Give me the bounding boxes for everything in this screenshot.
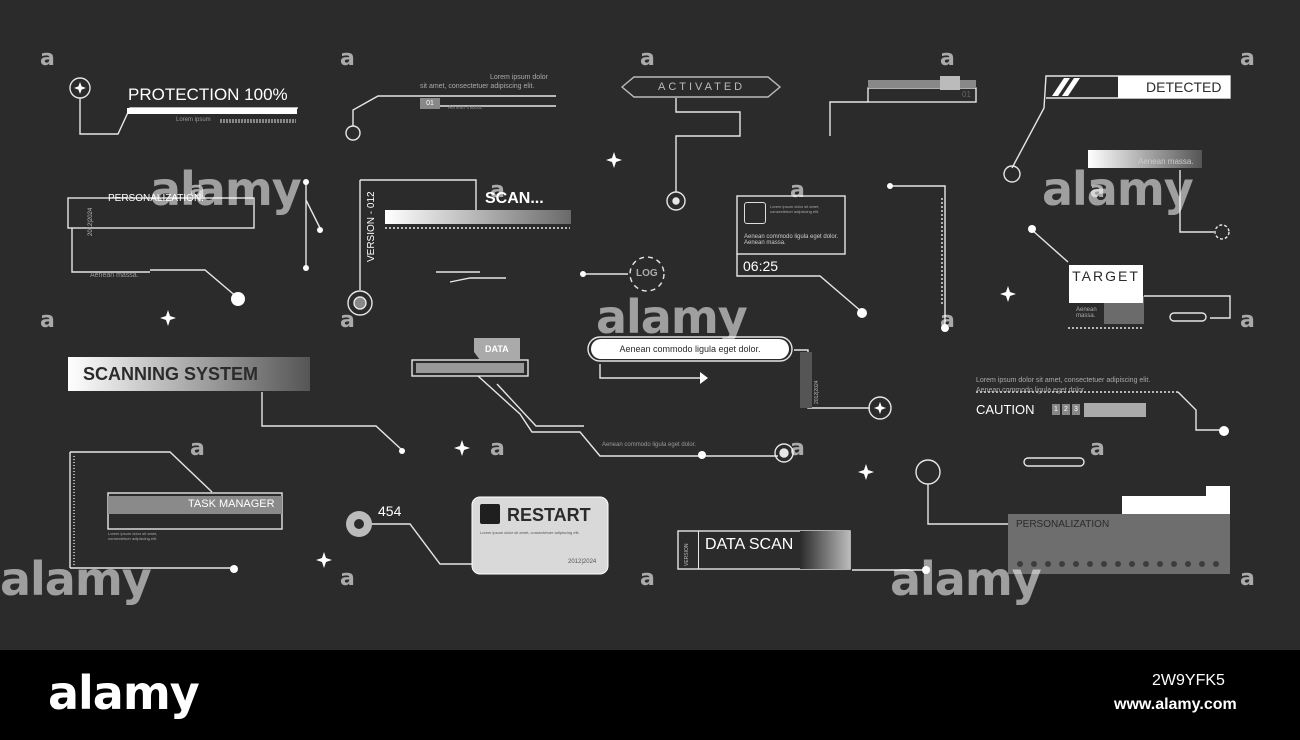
watermark-mark: a (490, 436, 505, 461)
watermark-brand: alamy (890, 552, 1042, 606)
watermark-mark: a (1240, 566, 1255, 591)
activated-label: ACTIVATED (658, 81, 746, 93)
caution-step-3: 3 (1072, 404, 1080, 415)
watermark-brand: alamy (596, 290, 748, 344)
watermark-mark: a (190, 436, 205, 461)
watermark-mark: a (940, 46, 955, 71)
target-sub: Aenean massa. (1076, 307, 1097, 319)
protection-label: PROTECTION 100% (128, 85, 288, 104)
pill-label: Aenean commodo ligula eget dolor. (591, 339, 789, 359)
watermark-mark: a (340, 308, 355, 333)
watermark-mark: a (1240, 46, 1255, 71)
watermark-mark: a (790, 436, 805, 461)
watermark-mark: a (490, 178, 505, 203)
caution-line1: Lorem ipsum dolor sit amet, consectetuer… (976, 377, 1151, 384)
watermark-mark: a (640, 566, 655, 591)
card-text1: Lorem ipsum dolor sit amet, consectetuer… (770, 204, 820, 214)
datascan-label: DATA SCAN (705, 536, 794, 553)
personalization-right-label: PERSONALIZATION (1016, 519, 1110, 530)
watermark-brand: alamy (0, 552, 152, 606)
caution-line2: Aenean commodo ligula eget dolor. (976, 387, 1086, 394)
card-text2: Aenean commodo ligula eget dolor. Aenean… (744, 234, 839, 246)
footer-brand-logo: alamy (48, 666, 200, 720)
task-manager-label: TASK MANAGER (188, 498, 275, 510)
version-label: VERSION - 012 (366, 191, 377, 262)
master-label: MASTER (1160, 486, 1190, 493)
scanning-system-label: SCANNING SYSTEM (83, 364, 259, 384)
watermark-mark: a (940, 308, 955, 333)
watermark-mark: a (790, 178, 805, 203)
footer-bar: alamy 2W9YFK5 www.alamy.com (0, 650, 1300, 740)
task-manager-sub: Lorem ipsum dolor sit amet, consectetuer… (108, 531, 158, 541)
footer-image-id: 2W9YFK5 (1152, 672, 1225, 689)
watermark-mark: a (340, 46, 355, 71)
lorem-top-badge: 01 (420, 98, 440, 109)
lorem-top-line1: Lorem ipsum dolor (490, 74, 548, 81)
watermark-mark: a (340, 566, 355, 591)
watermark-mark: a (190, 178, 205, 203)
aenean-right-label: Aenean massa. (1138, 157, 1194, 166)
hud-connector-lines (67, 75, 1231, 575)
caution-label: CAUTION (976, 402, 1035, 417)
watermark-mark: a (640, 46, 655, 71)
footer-url[interactable]: www.alamy.com (1114, 696, 1237, 713)
watermark-mark: a (40, 46, 55, 71)
hud-canvas: PROTECTION 100% Lorem ipsum Lorem ipsum … (0, 0, 1300, 650)
watermark-mark: a (1090, 436, 1105, 461)
personalization-left-sub: Aenean massa. (90, 272, 139, 279)
restart-label[interactable]: RESTART (507, 505, 591, 525)
restart-sub: Lorem ipsum dolor sit amet, consectetuer… (480, 530, 580, 535)
personalization-left-years: 2012|2024 (88, 207, 94, 236)
card-icon-square (744, 202, 766, 224)
datascan-divider (698, 531, 699, 569)
datascan-side: VERSION (684, 543, 690, 566)
watermark-mark: a (1240, 308, 1255, 333)
detected-label: DETECTED (1146, 79, 1222, 95)
watermark-brand: alamy (150, 162, 302, 216)
scan-label: SCAN... (485, 190, 544, 207)
scale-label: 01 (962, 90, 971, 99)
log-label: LOG (636, 268, 658, 279)
pill-years: 2012|2024 (814, 380, 820, 404)
data-sub: Aenean commodo ligula eget dolor. (602, 442, 697, 448)
data-label: DATA (485, 344, 509, 354)
lorem-top-sub: Aenean massa. (448, 105, 483, 111)
watermark-brand: alamy (1042, 162, 1194, 216)
caution-step-1: 1 (1052, 404, 1060, 415)
target-label: TARGET (1069, 265, 1143, 303)
protection-sub: Lorem ipsum (176, 117, 211, 123)
lorem-top-line2: sit amet, consectetuer adipiscing elit. (420, 83, 535, 90)
card-time: 06:25 (743, 258, 779, 274)
restart-years: 2012|2024 (568, 559, 597, 565)
counter-value: 454 (378, 503, 402, 519)
personalization-left-label: PERSONALIZATION: (108, 193, 204, 204)
caution-step-2: 2 (1062, 404, 1070, 415)
watermark-mark: a (1090, 178, 1105, 203)
watermark-mark: a (40, 308, 55, 333)
